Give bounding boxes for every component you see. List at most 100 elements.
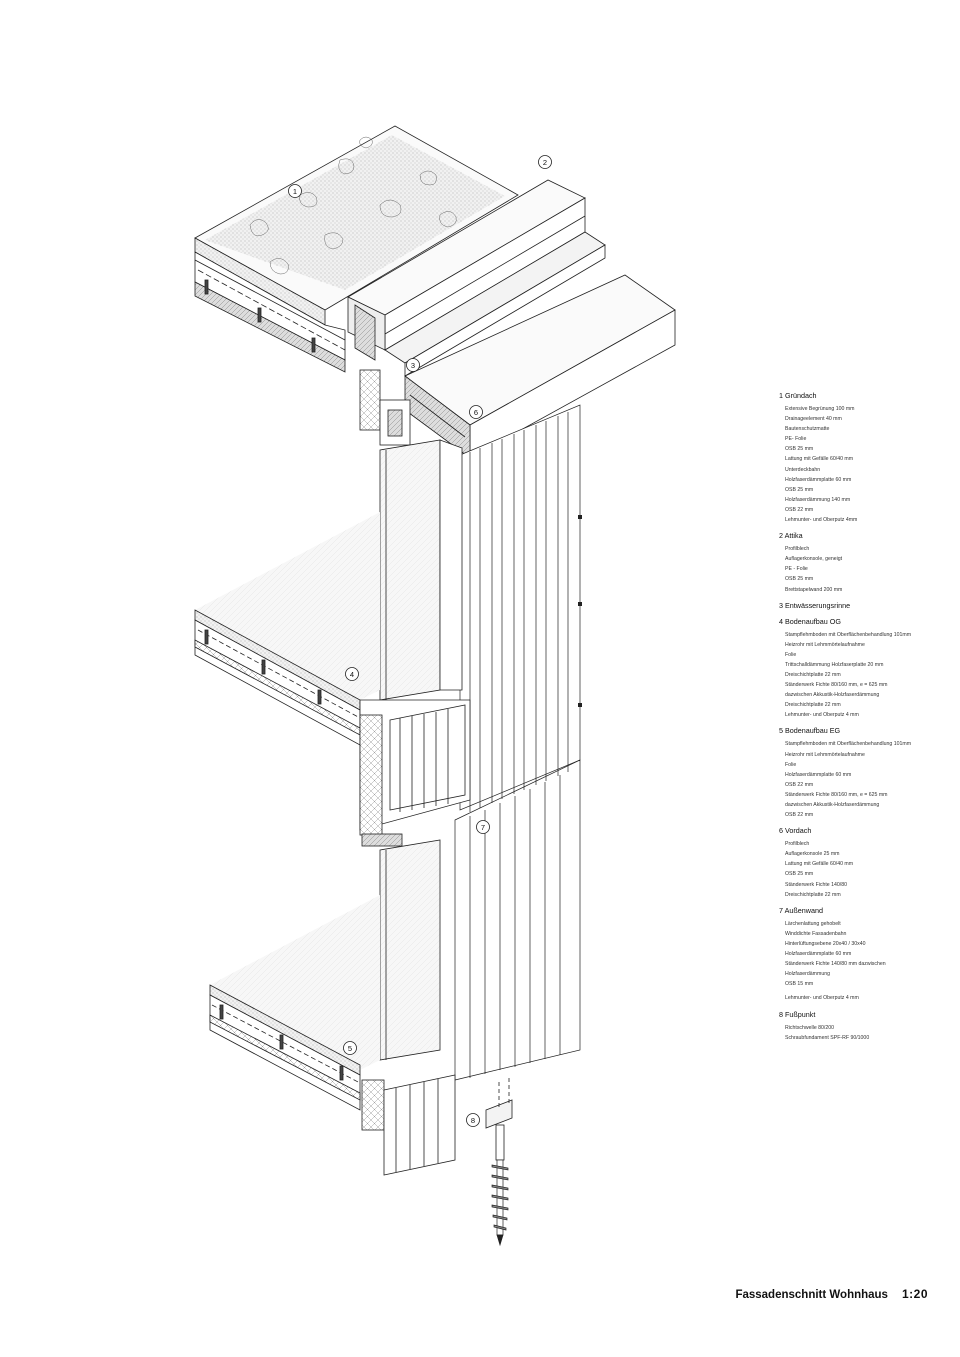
- svg-text:2: 2: [543, 158, 547, 167]
- legend-item: OSB 25 mm: [785, 446, 814, 453]
- window-lower: [379, 839, 441, 1061]
- legend-item: Ständerwerk Fichte 80/160 mm, e = 625 mm: [785, 791, 888, 798]
- legend-section-title: 8 Fußpunkt: [779, 1009, 816, 1019]
- wall-section-upper: [359, 369, 411, 446]
- legend-item: Holzfaserdämmplatte 60 mm: [785, 476, 852, 483]
- roof-buildup-section: [194, 237, 346, 373]
- legend-item: Winddichte Fassadenbahn: [785, 930, 847, 937]
- legend-item: Lärchenlattung gehobelt: [785, 920, 841, 927]
- callout-1: 1: [288, 184, 302, 198]
- legend-item: Schraubfundament SPF-RF 90/1000: [785, 1034, 870, 1041]
- drawing-scale: 1:20: [901, 1287, 928, 1301]
- legend-item: dazwischen Akkustik-Holzfaserdämmung: [785, 692, 880, 699]
- callout-6: 6: [469, 405, 483, 419]
- legend-item: Ständerwerk Fichte 140/80 mm dazwischen: [785, 961, 886, 968]
- legend-item: dazwischen Akkustik-Holzfaserdämmung: [785, 802, 880, 808]
- svg-text:7: 7: [481, 823, 485, 832]
- legend-item: Holzfaserdämmplatte 60 mm: [785, 771, 852, 778]
- legend-item: Auflagerkonsole, geneigt: [785, 556, 843, 563]
- callout-2: 2: [538, 155, 552, 169]
- legend-item: Stampflehmboden mit Oberflächenbehandlun…: [785, 741, 912, 748]
- legend-item: OSB 25 mm: [785, 576, 814, 583]
- callout-5: 5: [343, 1041, 357, 1055]
- legend-section-title: 7 Außenwand: [779, 905, 823, 915]
- legend-item: OSB 15 mm: [785, 981, 814, 988]
- legend-item: Trittschalldämmung Holzfaserplatte 20 mm: [785, 661, 884, 668]
- legend-item: Holzfaserdämmung: [785, 971, 830, 978]
- legend-item: PE - Folie: [785, 566, 808, 573]
- legend-item: Ständerwerk Fichte 140/80: [785, 881, 847, 888]
- legend-item: Lattung mit Gefälle 60/40 mm: [785, 456, 854, 463]
- legend-item: Drainageelement 40 mm: [785, 416, 842, 423]
- canopy: [404, 274, 676, 459]
- legend-item: Brettstapelwand 200 mm: [785, 586, 843, 593]
- legend-item: Hinterlüftungsebene 20x40 / 30x40: [785, 940, 866, 947]
- callout-8: 8: [466, 1113, 480, 1127]
- legend-section: 5 Bodenaufbau EG Stampflehmboden mit Ober…: [779, 726, 957, 820]
- drawing-title: Fassadenschnitt Wohnhaus: [735, 1289, 888, 1301]
- attica-parapet: [347, 179, 586, 361]
- legend-item: Lattung mit Gefälle 60/40 mm: [785, 861, 854, 868]
- legend-item: OSB 22 mm: [785, 781, 814, 788]
- legend-section: 4 Bodenaufbau OG Stampflehmboden mit Ober…: [779, 617, 957, 721]
- legend-item: Lehmunter- und Oberputz 4 mm: [785, 712, 859, 719]
- legend-item: OSB 25 mm: [785, 871, 814, 878]
- legend-item: Dreischichtplatte 22 mm: [785, 702, 841, 709]
- legend-item: OSB 25 mm: [785, 486, 814, 493]
- svg-text:4: 4: [350, 670, 354, 679]
- legend-item: Lehmunter- und Oberputz 4mm: [785, 517, 858, 524]
- legend-item: OSB 22 mm: [785, 812, 814, 819]
- legend-item: Lehmunter- und Oberputz 4 mm: [785, 995, 859, 1002]
- legend-item: Profilblech: [785, 546, 810, 553]
- callout-7: 7: [476, 820, 490, 834]
- floor-joint-upper: [359, 699, 471, 847]
- legend-item: Holzfaserdämmung 140 mm: [785, 496, 851, 503]
- legend-item: Folie: [785, 761, 797, 768]
- legend-item: Folie: [785, 651, 797, 658]
- floor-lower: [209, 895, 380, 1111]
- ground-screw: [491, 1159, 509, 1247]
- legend-section-title: 5 Bodenaufbau EG: [779, 726, 841, 736]
- drainage-gutter: [384, 231, 606, 377]
- legend-item: PE- Folie: [785, 436, 807, 443]
- window-upper: [379, 439, 463, 701]
- legend-item: Bautenschutzmatte: [785, 426, 830, 433]
- footing: [361, 1074, 513, 1176]
- floor-upper: [194, 512, 380, 746]
- legend-section: 3 Entwässerungsrinne: [779, 601, 957, 611]
- svg-text:8: 8: [471, 1116, 475, 1125]
- legend-section-title: 3 Entwässerungsrinne: [779, 600, 851, 610]
- legend-section-title: 1 Gründach: [779, 391, 817, 400]
- legend-section-title: 4 Bodenaufbau OG: [779, 616, 841, 626]
- legend-item: Dreischichtplatte 22 mm: [785, 891, 841, 898]
- footer: Fassadenschnitt Wohnhaus 1:20: [660, 1287, 928, 1303]
- legend-item: Dreischichtplatte 22 mm: [785, 671, 841, 678]
- legend-item: Profilblech: [785, 841, 810, 848]
- callout-3: 3: [406, 358, 420, 372]
- legend-item: Richtschwelle 80/200: [785, 1024, 835, 1031]
- svg-text:3: 3: [411, 361, 415, 370]
- legend-item: Auflagerkonsole 25 mm: [785, 851, 840, 858]
- legend-item: Stampflehmboden mit Oberflächenbehandlun…: [785, 631, 912, 638]
- legend-section-title: 6 Vordach: [779, 826, 812, 836]
- legend-item: Holzfaserdämmplatte 60 mm: [785, 951, 852, 958]
- svg-text:6: 6: [474, 408, 478, 417]
- legend-item: Heizrohr mit Lehmmörtelaufnahme: [785, 641, 865, 648]
- legend-section-title: 2 Attika: [779, 531, 803, 541]
- green-roof: [194, 125, 519, 311]
- callout-4: 4: [345, 667, 359, 681]
- svg-text:5: 5: [348, 1044, 352, 1053]
- legend-item: Heizrohr mit Lehmmörtelaufnahme: [785, 751, 865, 758]
- legend-item: OSB 22 mm: [785, 506, 814, 513]
- legend-item: Unterdeckbahn: [785, 466, 821, 473]
- legend-item: Extensive Begrünung 100 mm: [785, 406, 855, 412]
- exterior-cladding: [454, 404, 582, 1081]
- svg-text:1: 1: [293, 187, 297, 196]
